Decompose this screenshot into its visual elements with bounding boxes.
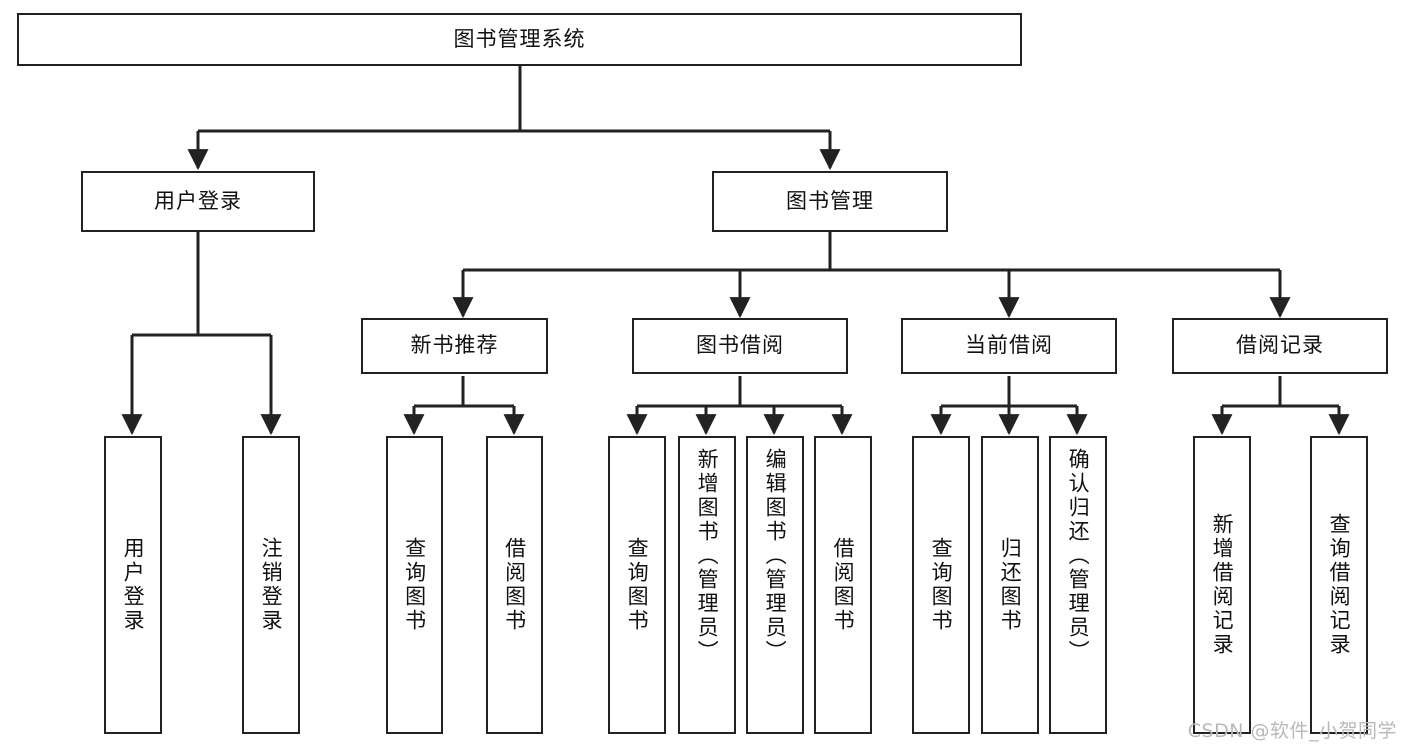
node-leaf-confirm-return-label: 确认归还（管理员） xyxy=(1066,448,1091,664)
node-current-borrow-label: 当前借阅 xyxy=(965,333,1053,358)
node-new-book-recommend-label: 新书推荐 xyxy=(410,333,499,358)
node-leaf-borrow-book-1[interactable]: 借阅图书 xyxy=(486,436,543,734)
node-leaf-user-login-label: 用户登录 xyxy=(121,537,146,633)
node-leaf-edit-book-label: 编辑图书（管理员） xyxy=(763,448,788,664)
node-leaf-add-record[interactable]: 新增借阅记录 xyxy=(1193,436,1251,734)
node-root[interactable]: 图书管理系统 xyxy=(17,13,1022,66)
node-user-login[interactable]: 用户登录 xyxy=(81,171,315,232)
node-leaf-query-record[interactable]: 查询借阅记录 xyxy=(1310,436,1368,734)
node-leaf-user-logout-label: 注销登录 xyxy=(259,537,284,633)
node-leaf-confirm-return[interactable]: 确认归还（管理员） xyxy=(1049,436,1107,734)
node-root-label: 图书管理系统 xyxy=(453,26,586,51)
node-book-manage-label: 图书管理 xyxy=(786,188,874,213)
node-leaf-add-record-label: 新增借阅记录 xyxy=(1210,513,1235,657)
node-leaf-user-login[interactable]: 用户登录 xyxy=(104,436,162,734)
node-leaf-query-book-2-label: 查询图书 xyxy=(625,537,650,633)
node-leaf-borrow-book-2[interactable]: 借阅图书 xyxy=(814,436,872,734)
node-leaf-return-book[interactable]: 归还图书 xyxy=(981,436,1039,734)
node-borrow-record[interactable]: 借阅记录 xyxy=(1172,318,1388,374)
node-leaf-query-book-1-label: 查询图书 xyxy=(402,537,427,633)
node-current-borrow[interactable]: 当前借阅 xyxy=(901,318,1117,374)
node-leaf-edit-book[interactable]: 编辑图书（管理员） xyxy=(746,436,804,734)
node-leaf-borrow-book-1-label: 借阅图书 xyxy=(502,537,527,633)
node-leaf-user-logout[interactable]: 注销登录 xyxy=(242,436,300,734)
node-new-book-recommend[interactable]: 新书推荐 xyxy=(361,318,548,374)
node-book-borrow-label: 图书借阅 xyxy=(696,333,784,358)
node-borrow-record-label: 借阅记录 xyxy=(1236,333,1324,358)
node-leaf-return-book-label: 归还图书 xyxy=(998,537,1023,633)
node-leaf-add-book[interactable]: 新增图书（管理员） xyxy=(678,436,736,734)
node-user-login-label: 用户登录 xyxy=(154,188,242,213)
node-leaf-borrow-book-2-label: 借阅图书 xyxy=(831,537,856,633)
node-book-borrow[interactable]: 图书借阅 xyxy=(632,318,848,374)
node-leaf-query-book-3-label: 查询图书 xyxy=(929,537,954,633)
node-leaf-add-book-label: 新增图书（管理员） xyxy=(695,448,720,664)
watermark-text: CSDN @软件_小贺同学 xyxy=(1187,720,1397,742)
node-leaf-query-book-3[interactable]: 查询图书 xyxy=(912,436,970,734)
node-leaf-query-book-1[interactable]: 查询图书 xyxy=(386,436,443,734)
node-leaf-query-record-label: 查询借阅记录 xyxy=(1327,513,1352,657)
node-book-manage[interactable]: 图书管理 xyxy=(712,171,948,232)
node-leaf-query-book-2[interactable]: 查询图书 xyxy=(608,436,666,734)
